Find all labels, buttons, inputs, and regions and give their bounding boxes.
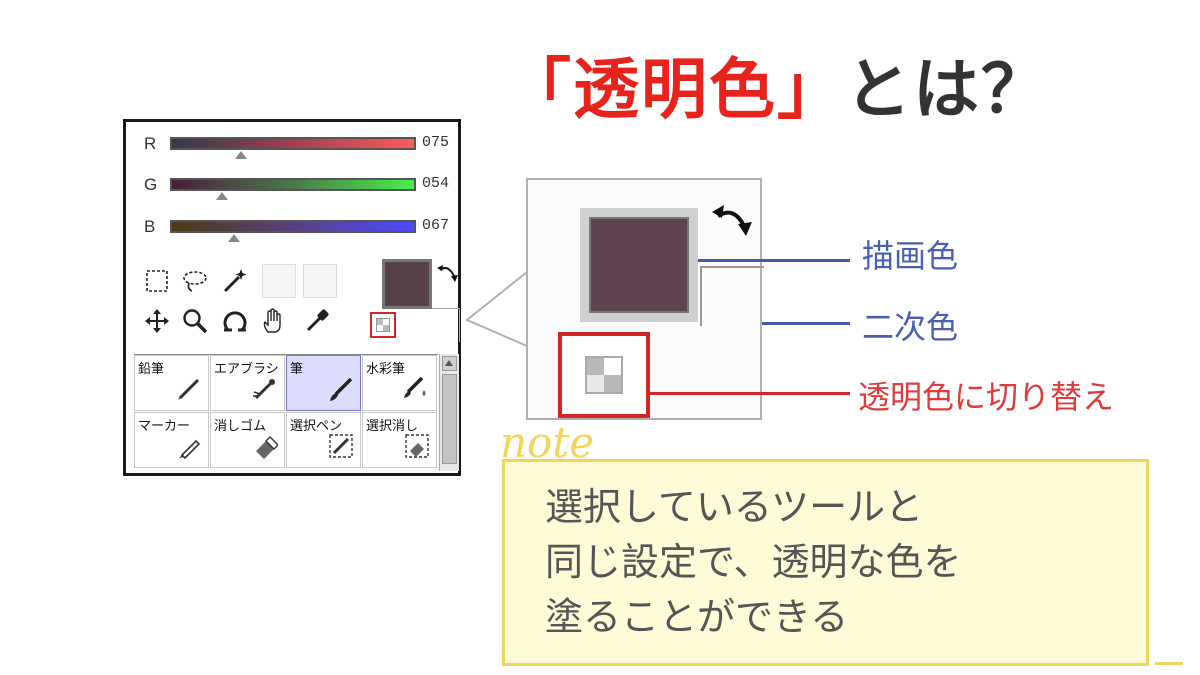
slider-g-label: G — [144, 175, 158, 194]
swap-colors-icon[interactable] — [712, 202, 754, 255]
transparent-color-toggle[interactable] — [370, 312, 396, 338]
checker-icon — [376, 318, 390, 332]
zoomed-transparent-toggle[interactable] — [558, 332, 650, 418]
secondary-color-swatch[interactable] — [386, 308, 460, 342]
secondary-color-outline — [700, 266, 764, 268]
title-main: 透明色 — [573, 51, 777, 128]
move-icon[interactable] — [140, 304, 174, 338]
note-heading: note — [500, 418, 595, 467]
select-pen-icon — [328, 433, 354, 465]
slide-title: 「透明色」とは？ — [505, 36, 1049, 132]
brush-slot[interactable]: マーカー — [134, 412, 209, 468]
hand-icon[interactable] — [258, 304, 292, 338]
slider-r[interactable]: R 075 — [144, 134, 454, 159]
note-corner-mark — [1155, 662, 1183, 665]
brush-grid: 鉛筆 エアブラシ 筆 水彩筆 マーカー 消しゴム 選択ペン 選択消し — [134, 354, 438, 472]
slider-r-track[interactable] — [170, 137, 416, 150]
brush-slot[interactable]: 消しゴム — [210, 412, 285, 468]
swap-colors-icon[interactable] — [436, 262, 458, 290]
secondary-color-label: 二次色 — [862, 308, 959, 346]
note-line: 同じ設定で、透明な色を — [545, 540, 962, 584]
brush-name: 筆 — [290, 362, 304, 377]
brush-name: マーカー — [138, 419, 191, 434]
brush-slot[interactable]: エアブラシ — [210, 355, 285, 411]
airbrush-icon — [250, 376, 278, 408]
brush-name: エアブラシ — [214, 362, 279, 377]
slider-r-label: R — [144, 134, 157, 153]
lasso-icon[interactable] — [178, 264, 212, 298]
brush-slot[interactable]: 選択ペン — [286, 412, 361, 468]
scroll-thumb[interactable] — [442, 374, 457, 464]
secondary-color-outline — [700, 266, 702, 326]
brush-slot[interactable]: 選択消し — [362, 412, 437, 468]
brush-slot-selected[interactable]: 筆 — [286, 355, 361, 411]
slider-g[interactable]: G 054 — [144, 175, 454, 200]
brush-icon — [328, 376, 354, 408]
primary-pointer-line — [698, 259, 850, 262]
transparent-toggle-label: 透明色に切り替え — [858, 378, 1115, 416]
transparent-pointer-line — [650, 392, 850, 395]
brush-name: 水彩筆 — [366, 362, 406, 377]
rotate-icon[interactable] — [218, 304, 252, 338]
slider-b-knob[interactable] — [227, 234, 240, 242]
slider-b-label: B — [144, 217, 156, 236]
pencil-icon — [176, 376, 202, 408]
zoomed-primary-color[interactable] — [580, 208, 698, 322]
marker-icon — [176, 433, 202, 465]
title-quote-close: 」 — [777, 51, 845, 128]
title-quote-open: 「 — [505, 51, 573, 128]
brush-slot[interactable]: 水彩筆 — [362, 355, 437, 411]
empty-tool-slot — [303, 264, 337, 298]
scroll-up-arrow-icon[interactable] — [442, 356, 457, 371]
magic-wand-icon[interactable] — [218, 264, 252, 298]
eyedropper-icon[interactable] — [300, 304, 334, 338]
slider-r-value: 075 — [422, 134, 450, 151]
note-line: 塗ることができる — [545, 595, 849, 639]
color-panel: R 075 G 054 B 067 — [123, 119, 461, 476]
empty-tool-slot — [262, 264, 296, 298]
brush-name: 選択消し — [366, 419, 419, 434]
brush-name: 選択ペン — [290, 419, 343, 434]
title-suffix: とは？ — [845, 51, 1049, 128]
watercolor-brush-icon — [402, 374, 430, 408]
zoomed-color-box — [526, 178, 764, 420]
slider-g-track[interactable] — [170, 178, 416, 191]
eraser-icon — [252, 433, 279, 465]
note-box: 選択しているツールと 同じ設定で、透明な色を 塗ることができる — [502, 459, 1149, 666]
brush-slot[interactable]: 鉛筆 — [134, 355, 209, 411]
brush-name: 消しゴム — [214, 419, 267, 434]
slider-g-knob[interactable] — [215, 192, 228, 200]
zoom-icon[interactable] — [178, 304, 212, 338]
slider-b-track[interactable] — [170, 220, 416, 233]
callout-pointer — [465, 271, 528, 347]
primary-color-label: 描画色 — [862, 237, 959, 275]
slider-b[interactable]: B 067 — [144, 217, 454, 242]
secondary-pointer-line — [762, 322, 850, 325]
rect-select-icon[interactable] — [140, 264, 174, 298]
checker-icon — [585, 356, 623, 394]
brush-scrollbar[interactable] — [439, 354, 459, 471]
slider-b-value: 067 — [422, 217, 450, 234]
brush-name: 鉛筆 — [138, 362, 165, 377]
select-erase-icon — [404, 433, 430, 465]
note-line: 選択しているツールと — [545, 485, 924, 529]
slider-r-knob[interactable] — [235, 151, 248, 159]
primary-color-fill — [589, 217, 689, 313]
note-text: 選択しているツールと 同じ設定で、透明な色を 塗ることができる — [545, 480, 961, 645]
slider-g-value: 054 — [422, 175, 450, 192]
primary-color-swatch[interactable] — [382, 259, 432, 309]
